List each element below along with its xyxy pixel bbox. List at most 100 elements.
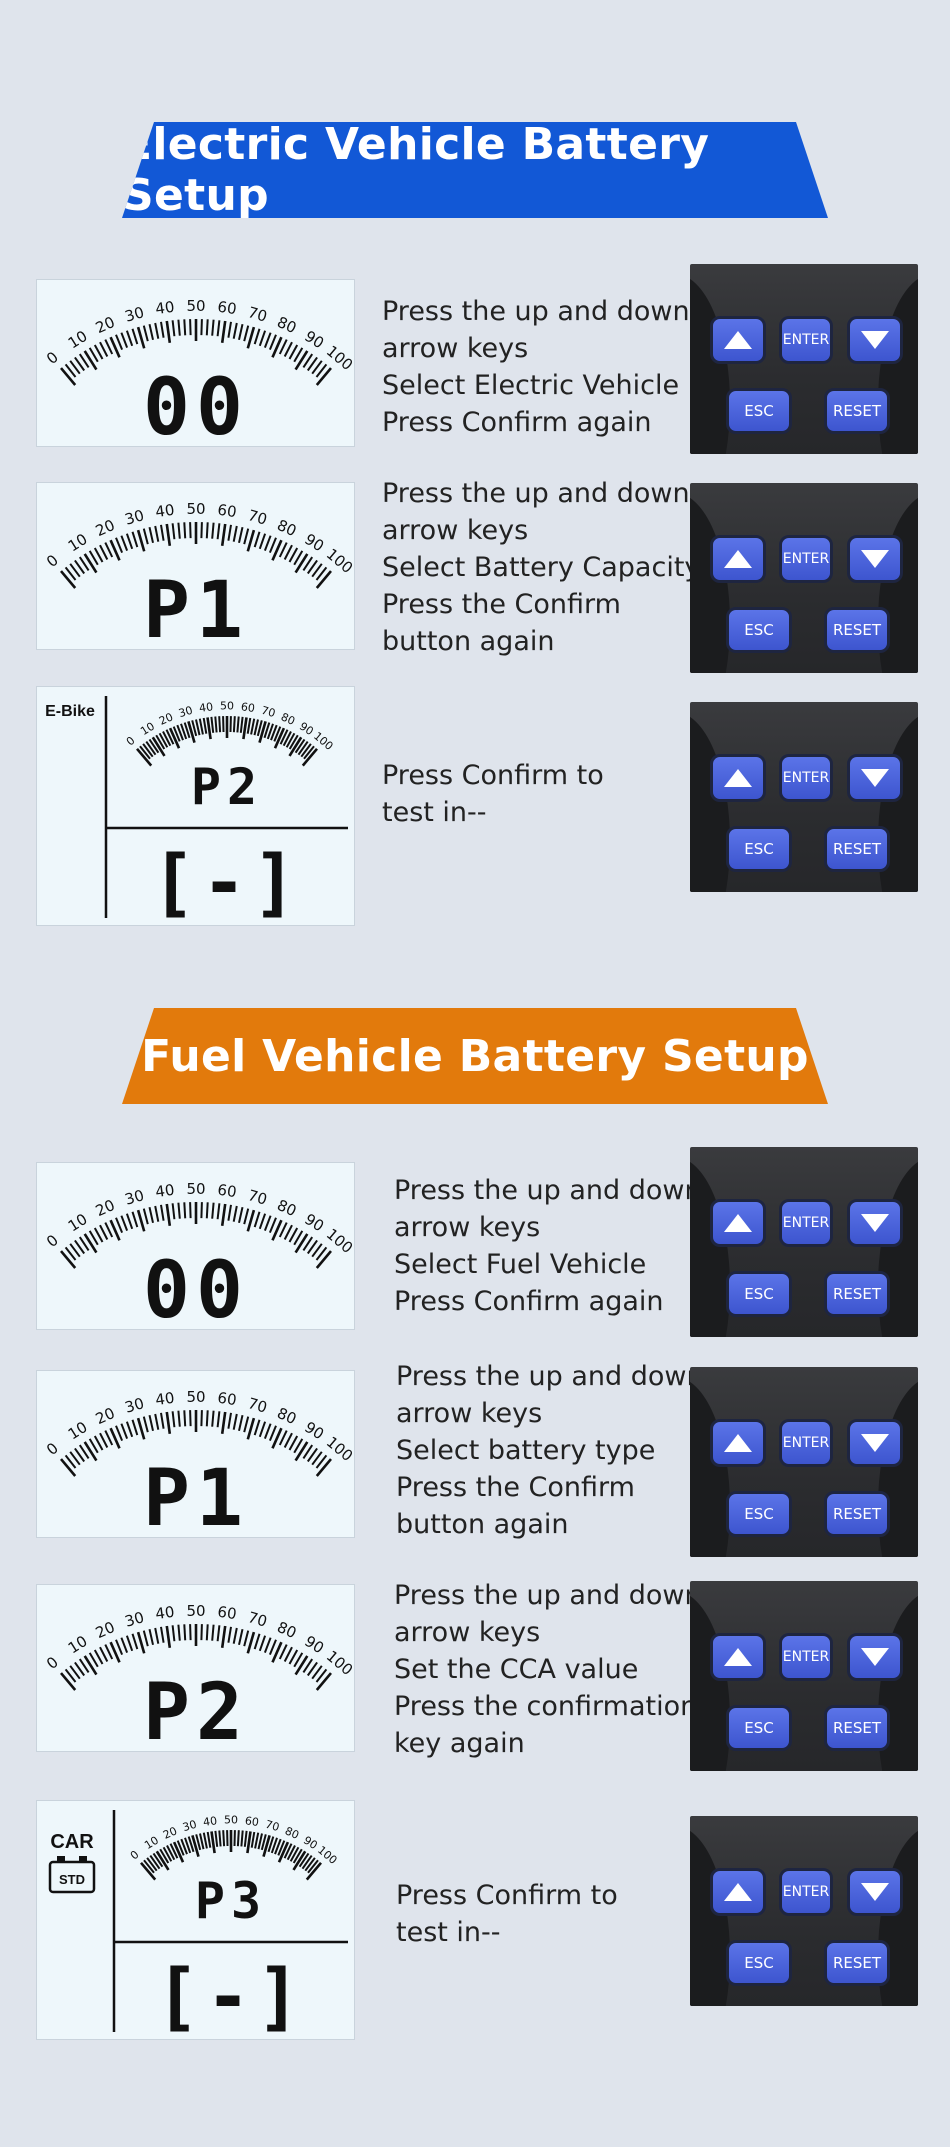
meter-minor-tick [211, 319, 215, 336]
meter-minor-tick [214, 716, 218, 733]
meter-major-tick [246, 1209, 256, 1232]
meter-minor-tick [125, 1213, 134, 1230]
meter-tick-label: 20 [93, 1196, 118, 1220]
vehicle-label: E-Bike [45, 703, 95, 720]
meter-minor-tick [184, 1837, 192, 1854]
meter-tick-label: 60 [216, 1389, 237, 1409]
meter-tick-label: 30 [123, 1608, 146, 1631]
meter-major-tick [109, 1427, 121, 1449]
meter-major-tick [277, 1841, 290, 1863]
meter-minor-tick [177, 1202, 181, 1219]
meter-minor-tick [263, 722, 271, 739]
battery-std-label: STD [59, 1872, 85, 1887]
meter-tick-label: 40 [154, 501, 175, 521]
meter-major-tick [294, 1233, 309, 1254]
meter-major-tick [187, 721, 196, 743]
down-arrow-key [847, 1199, 903, 1247]
meter-minor-tick [218, 716, 222, 733]
meter-minor-tick [171, 1411, 176, 1428]
meter-major-tick [220, 1625, 227, 1648]
meter-major-tick [136, 1209, 146, 1232]
meter-minor-tick [266, 723, 274, 740]
down-arrow-icon [861, 769, 889, 787]
meter-minor-tick [315, 566, 328, 581]
meter-minor-tick [177, 1624, 181, 1641]
meter-tick-label: 0 [43, 1653, 62, 1673]
meter-minor-tick [304, 1857, 316, 1872]
meter-minor-tick [176, 1840, 185, 1856]
meter-major-tick [271, 1427, 283, 1449]
meter-minor-tick [104, 1430, 114, 1446]
meter-minor-tick [278, 1644, 288, 1660]
meter-minor-tick [148, 323, 154, 341]
esc-key: ESC [726, 826, 792, 872]
meter-minor-tick [189, 1410, 192, 1427]
meter-minor-tick [288, 734, 299, 750]
meter-tick-label: 60 [216, 1603, 237, 1623]
meter-minor-tick [278, 339, 288, 355]
meter-major-tick [83, 1441, 98, 1462]
meter-minor-tick [211, 1624, 215, 1641]
meter-minor-tick [256, 720, 263, 737]
meter-minor-tick [152, 1852, 164, 1868]
meter-minor-tick [115, 537, 124, 553]
meter-minor-tick [125, 1635, 134, 1652]
meter-minor-tick [268, 537, 277, 553]
meter-minor-tick [279, 729, 289, 745]
meter-major-tick [315, 1672, 332, 1691]
meter-minor-tick [278, 1430, 288, 1446]
reset-key: RESET [824, 1705, 890, 1751]
meter-minor-tick [74, 559, 86, 575]
down-arrow-key [847, 754, 903, 802]
meter-tick-label: 0 [128, 1848, 142, 1862]
lcd-digits: [-] [155, 1954, 307, 2040]
meter-minor-tick [243, 1630, 250, 1647]
meter-minor-tick [160, 524, 165, 541]
reset-key: RESET [824, 607, 890, 653]
meter-minor-tick [162, 731, 172, 747]
meter-minor-tick [104, 1644, 114, 1660]
meter-minor-tick [306, 1239, 318, 1255]
meter-tick-label: 0 [43, 348, 62, 368]
meter-major-tick [136, 326, 146, 349]
meter-minor-tick [99, 1646, 109, 1662]
meter-tick-label: 60 [216, 1181, 237, 1201]
keypad-image: ENTER ESC RESET [690, 1147, 918, 1337]
meter-minor-tick [300, 743, 312, 758]
meter-major-tick [165, 1203, 172, 1226]
meter-minor-tick [250, 718, 256, 735]
meter-major-tick [220, 1203, 227, 1226]
enter-key: ENTER [779, 1868, 833, 1916]
up-arrow-icon [724, 1434, 752, 1452]
meter-major-tick [165, 320, 172, 343]
meter-minor-tick [104, 339, 114, 355]
meter-minor-tick [125, 533, 134, 550]
meter-minor-tick [104, 1222, 114, 1238]
fuel-section-banner: Fuel Vehicle Battery Setup [122, 1008, 828, 1104]
meter-minor-tick [232, 322, 238, 339]
meter-tick-label: 50 [224, 1814, 238, 1827]
meter-major-tick [60, 570, 77, 589]
meter-minor-tick [216, 320, 221, 337]
meter-minor-tick [211, 1202, 215, 1219]
meter-major-tick [246, 1631, 256, 1654]
meter-tick-label: 100 [315, 1843, 339, 1866]
meter-minor-tick [278, 542, 288, 558]
meter-minor-tick [302, 1236, 314, 1251]
down-arrow-key [847, 1633, 903, 1681]
meter-minor-tick [243, 325, 250, 342]
lcd-digits: P2 [143, 1668, 249, 1752]
up-arrow-key [710, 1419, 766, 1467]
meter-minor-tick [218, 1830, 222, 1847]
meter-minor-tick [211, 1410, 215, 1427]
meter-minor-tick [115, 1425, 124, 1441]
meter-major-tick [168, 727, 181, 749]
meter-minor-tick [160, 321, 165, 338]
meter-tick-label: 100 [323, 1433, 355, 1465]
meter-tick-label: 20 [161, 1824, 179, 1842]
meter-minor-tick [64, 1246, 77, 1261]
meter-minor-tick [160, 1626, 165, 1643]
